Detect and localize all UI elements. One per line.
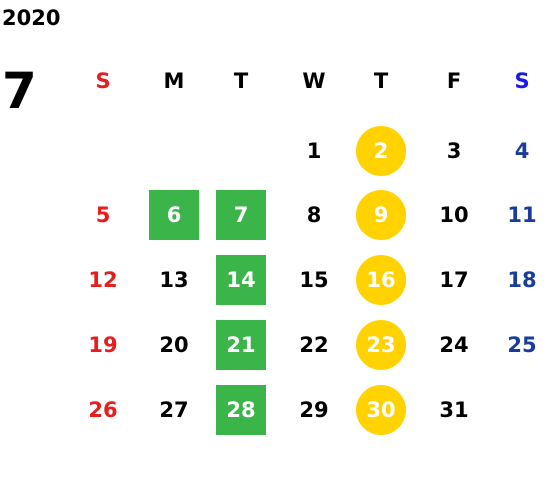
day-cell[interactable]: 2 [356, 126, 406, 176]
year-label: 2020 [2, 6, 61, 30]
month-number: 7 [2, 62, 37, 120]
day-cell[interactable]: 1 [306, 139, 322, 163]
day-cell[interactable]: 5 [95, 203, 111, 227]
weekday-label: M [163, 69, 185, 93]
day-cell[interactable]: 12 [88, 268, 118, 292]
day-cell[interactable]: 9 [356, 190, 406, 240]
day-cell[interactable]: 24 [439, 333, 469, 357]
day-cell[interactable]: 22 [299, 333, 329, 357]
day-cell[interactable]: 28 [216, 385, 266, 435]
weekday-label: S [514, 69, 530, 93]
day-cell[interactable]: 17 [439, 268, 469, 292]
weekday-label: F [446, 69, 462, 93]
day-cell[interactable]: 10 [439, 203, 469, 227]
day-cell[interactable]: 21 [216, 320, 266, 370]
day-cell[interactable]: 27 [159, 398, 189, 422]
day-cell[interactable]: 20 [159, 333, 189, 357]
weekday-label: T [373, 69, 389, 93]
day-cell[interactable]: 16 [356, 255, 406, 305]
day-cell[interactable]: 14 [216, 255, 266, 305]
day-cell[interactable]: 8 [306, 203, 322, 227]
day-cell[interactable]: 25 [507, 333, 537, 357]
day-cell[interactable]: 6 [149, 190, 199, 240]
day-cell[interactable]: 30 [356, 385, 406, 435]
day-cell[interactable]: 29 [299, 398, 329, 422]
day-cell[interactable]: 3 [446, 139, 462, 163]
weekday-label: S [95, 69, 111, 93]
day-cell[interactable]: 13 [159, 268, 189, 292]
day-cell[interactable]: 4 [514, 139, 530, 163]
day-cell[interactable]: 26 [88, 398, 118, 422]
day-cell[interactable]: 31 [439, 398, 469, 422]
day-cell[interactable]: 19 [88, 333, 118, 357]
weekday-label: W [302, 69, 326, 93]
day-cell[interactable]: 15 [299, 268, 329, 292]
day-cell[interactable]: 7 [216, 190, 266, 240]
weekday-label: T [233, 69, 249, 93]
day-cell[interactable]: 11 [507, 203, 537, 227]
day-cell[interactable]: 18 [507, 268, 537, 292]
day-cell[interactable]: 23 [356, 320, 406, 370]
